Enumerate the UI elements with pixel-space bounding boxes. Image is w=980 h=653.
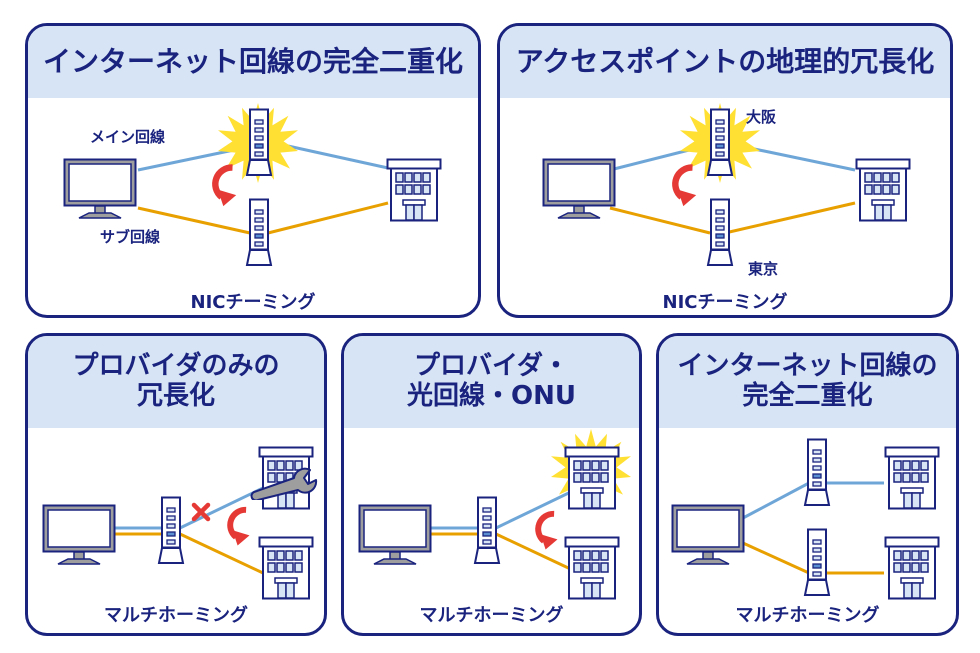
tokyo-label: 東京	[748, 260, 779, 278]
monitor-icon	[63, 158, 137, 219]
panel-footer: マルチホーミング	[419, 605, 564, 626]
building-icon	[386, 158, 442, 222]
main-line	[742, 481, 810, 520]
panel-title: アクセスポイントの地理的冗長化	[500, 26, 950, 98]
panel-title-line: 完全二重化	[742, 381, 873, 411]
diagram	[358, 429, 631, 600]
osaka-label: 大阪	[746, 108, 777, 126]
panel-internet-line-duplex-bottom: インターネット回線の 完全二重化 マルチホーミング	[656, 333, 959, 636]
sub-line	[267, 201, 389, 235]
sub-line	[724, 201, 856, 235]
main-line	[287, 144, 389, 170]
main-line-label: メイン回線	[90, 128, 166, 146]
panel-title-line: プロバイダのみの	[72, 351, 280, 382]
panel-provider-only-redundancy: プロバイダのみの 冗長化 マルチホーミング	[25, 333, 327, 636]
diagram	[671, 438, 940, 600]
panel-title: プロバイダ・ 光回線・ONU	[344, 336, 639, 428]
router-icon	[707, 198, 733, 266]
panel-footer: NICチーミング	[662, 292, 788, 313]
sub-line-label: サブ回線	[100, 228, 161, 246]
monitor-icon	[42, 504, 116, 565]
panel-title: プロバイダのみの 冗長化	[28, 336, 324, 428]
main-line	[739, 144, 856, 172]
router-icon	[804, 528, 830, 596]
failover-arrow-icon	[230, 510, 249, 546]
sub-line	[742, 541, 810, 575]
failover-arrow-icon	[215, 168, 236, 207]
panel-title-text: インターネット回線の完全二重化	[42, 44, 463, 78]
panel-provider-fiber-onu: プロバイダ・ 光回線・ONU マルチホーミング	[341, 333, 642, 636]
building-icon	[884, 536, 940, 600]
sub-line	[495, 532, 580, 575]
router-icon	[158, 496, 184, 564]
diagram	[542, 103, 911, 266]
panel-title: インターネット回線の 完全二重化	[659, 336, 956, 428]
panel-footer: NICチーミング	[190, 292, 316, 313]
diagram	[42, 446, 318, 600]
sub-line	[137, 206, 251, 235]
diagram	[63, 103, 442, 266]
router-icon	[707, 108, 733, 176]
panel-title-line: インターネット回線の	[677, 351, 938, 382]
panel-title-line: 光回線・ONU	[407, 381, 576, 411]
building-icon	[258, 536, 314, 600]
building-icon	[855, 158, 911, 222]
monitor-icon	[358, 504, 432, 565]
router-icon	[246, 198, 272, 266]
building-icon	[564, 536, 620, 600]
router-icon	[804, 438, 830, 506]
panel-title-line: 冗長化	[136, 381, 215, 411]
main-line	[495, 486, 580, 530]
monitor-icon	[542, 158, 616, 219]
monitor-icon	[671, 504, 745, 565]
panel-title-text: アクセスポイントの地理的冗長化	[515, 44, 935, 78]
panel-access-point-geo-redundancy: アクセスポイントの地理的冗長化 大阪 東京 NICチーミング	[497, 23, 953, 318]
failover-arrow-icon	[538, 514, 557, 550]
panel-title: インターネット回線の完全二重化	[28, 26, 478, 98]
sub-line	[179, 532, 264, 575]
router-icon	[246, 108, 272, 176]
main-line	[179, 486, 264, 530]
panel-footer: マルチホーミング	[735, 605, 880, 626]
failover-arrow-icon	[675, 168, 696, 207]
router-icon	[474, 496, 500, 564]
panel-title-line: プロバイダ・	[414, 351, 569, 382]
building-icon	[884, 446, 940, 510]
sub-line	[609, 206, 711, 235]
panel-footer: マルチホーミング	[104, 605, 248, 626]
panel-internet-line-duplex-top: インターネット回線の完全二重化 メイン回線 サブ回線 NICチーミング	[25, 23, 481, 318]
building-icon	[564, 446, 620, 510]
